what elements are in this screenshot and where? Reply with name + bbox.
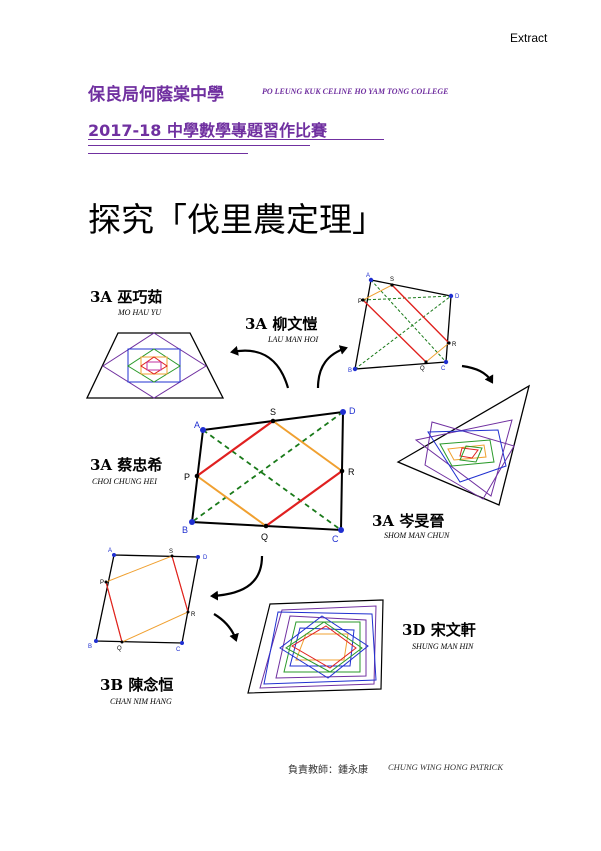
vertex-label-d: D (203, 555, 208, 561)
vertex-label-b: B (182, 525, 188, 535)
chinese-name: 陳念恒 (128, 676, 174, 694)
point-label-p: P (184, 472, 190, 482)
student-name-2: 3A 柳文愷 (245, 313, 317, 334)
chinese-name: 蔡忠希 (117, 456, 163, 474)
point-label-r: R (348, 467, 355, 477)
point-label-r: R (191, 612, 196, 618)
class-label: 3A (372, 512, 395, 530)
student-english-name-5: SHUNG MAN HIN (412, 642, 474, 651)
vertex-label-a: A (194, 420, 200, 430)
point-label-s: S (390, 277, 394, 283)
vertex-label-a: A (108, 548, 112, 554)
class-label: 3A (90, 288, 113, 306)
chinese-name: 柳文愷 (272, 315, 318, 333)
page-title: 探究「伐里農定理」 (88, 200, 385, 239)
class-label: 3B (100, 676, 124, 694)
figure-quad-small: A S D P R B Q C (348, 273, 460, 374)
point-label-s: S (270, 407, 276, 417)
figure-nested-quads (247, 599, 384, 694)
student-name-1: 3A 巫巧茹 (90, 286, 162, 307)
vertex-label-c: C (176, 647, 181, 653)
student-name-4: 3A 岑旻晉 (372, 510, 444, 531)
header-rule-2 (88, 145, 310, 146)
figure-trapezoid (85, 332, 225, 399)
chinese-name: 巫巧茹 (117, 288, 163, 306)
vertex-label-b: B (88, 644, 92, 650)
class-label: 3A (245, 315, 268, 333)
vertex-label-c: C (332, 534, 339, 544)
extract-label: Extract (510, 31, 548, 45)
student-name-6: 3B 陳念恒 (100, 674, 173, 695)
point-label-s: S (169, 549, 173, 555)
teacher-label: 負責教師：鍾永康 (288, 765, 368, 776)
point-label-q: Q (420, 366, 425, 372)
chinese-name: 岑旻晉 (399, 512, 445, 530)
vertex-label-d: D (349, 406, 356, 416)
student-name-5: 3D 宋文軒 (402, 619, 476, 640)
vertex-label-a: A (366, 273, 370, 279)
school-name-chinese: 保良局何蔭棠中學 (88, 85, 224, 105)
teacher-english-name: CHUNG WING HONG PATRICK (388, 762, 503, 772)
point-label-p: P (100, 580, 104, 586)
vertex-label-b: B (348, 368, 352, 374)
vertex-label-c: C (441, 366, 446, 372)
header-rule-3 (88, 153, 248, 154)
student-english-name-1: MO HAU YU (118, 308, 162, 317)
point-label-q: Q (117, 646, 122, 652)
figure-quad-lower-left: A S D P R B Q C (88, 548, 208, 653)
student-english-name-4: SHOM MAN CHUN (384, 531, 450, 540)
school-name-english: PO LEUNG KUK CELINE HO YAM TONG COLLEGE (262, 87, 449, 96)
vertex-label-d: D (455, 294, 460, 300)
class-label: 3D (402, 621, 426, 639)
figure-quad-main: A S D P R B Q C (182, 406, 356, 544)
student-english-name-6: CHAN NIM HANG (110, 697, 172, 706)
point-label-p: P (358, 299, 362, 305)
class-label: 3A (90, 456, 113, 474)
figure-triangle (396, 384, 531, 506)
point-label-r: R (452, 342, 457, 348)
header-rule-1 (88, 139, 384, 140)
student-name-3: 3A 蔡忠希 (90, 454, 162, 475)
chinese-name: 宋文軒 (430, 621, 476, 639)
student-english-name-3: CHOI CHUNG HEI (92, 477, 157, 486)
flow-arrows (210, 345, 494, 642)
student-english-name-2: LAU MAN HOI (268, 335, 319, 344)
competition-title: 2017-18 中學數學專題習作比賽 (88, 121, 328, 140)
point-label-q: Q (261, 532, 268, 542)
